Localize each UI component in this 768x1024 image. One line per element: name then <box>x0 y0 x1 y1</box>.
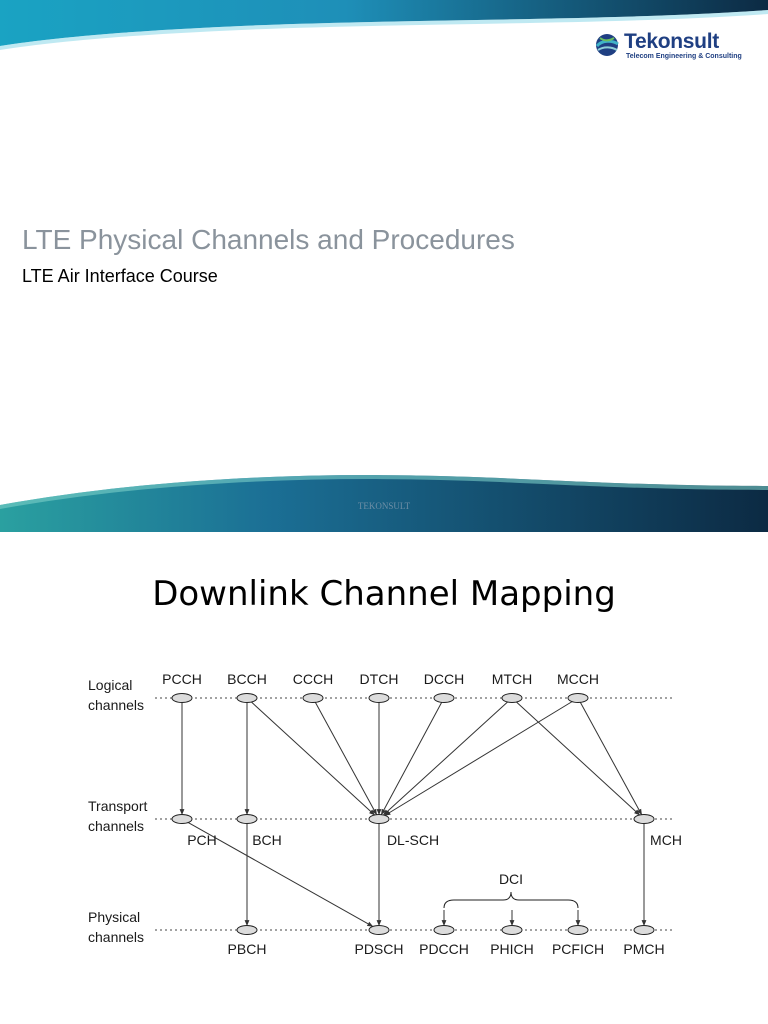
row-label-transport: Transport <box>88 798 148 814</box>
node-pcfich <box>567 925 589 935</box>
logo-tagline: Telecom Engineering & Consulting <box>626 53 742 60</box>
label-pcfich: PCFICH <box>552 941 604 957</box>
tekonsult-logo: Tekonsult Telecom Engineering & Consulti… <box>594 30 744 66</box>
deck-title: LTE Physical Channels and Procedures <box>22 224 515 255</box>
wave-decoration <box>0 0 768 532</box>
label-dtch: DTCH <box>360 671 399 687</box>
node-pcch <box>171 693 193 703</box>
node-bcch <box>236 693 258 703</box>
node-pch <box>171 814 193 824</box>
title-slide: Tekonsult Telecom Engineering & Consulti… <box>0 0 768 532</box>
row-label-transport: channels <box>88 818 144 834</box>
label-dcch: DCCH <box>424 671 464 687</box>
label-mtch: MTCH <box>492 671 532 687</box>
node-ccch <box>302 693 324 703</box>
arrow-mtch-to-dl-sch <box>382 701 508 816</box>
label-pdsch: PDSCH <box>354 941 403 957</box>
arrow-pch-to-pdsch <box>187 822 374 927</box>
label-bcch: BCCH <box>227 671 267 687</box>
row-label-physical: Physical <box>88 909 140 925</box>
top-wave-highlight <box>0 10 768 50</box>
arrow-mcch-to-mch <box>579 702 643 816</box>
label-mcch: MCCH <box>557 671 599 687</box>
globe-icon <box>595 34 619 56</box>
node-dtch <box>368 693 390 703</box>
label-dl-sch: DL-SCH <box>387 832 439 848</box>
row-label-logical: Logical <box>88 677 132 693</box>
node-mcch <box>567 693 589 703</box>
bottom-wave-highlight <box>0 475 768 509</box>
label-pbch: PBCH <box>228 941 267 957</box>
node-pdcch <box>433 925 455 935</box>
label-dci: DCI <box>499 871 523 887</box>
arrow-dcch-to-dl-sch <box>380 702 443 816</box>
footer-watermark: TEKONSULT <box>357 501 411 511</box>
node-bch <box>236 814 258 824</box>
node-pbch <box>236 925 258 935</box>
node-mch <box>633 814 655 824</box>
node-pmch <box>633 925 655 935</box>
row-label-physical: channels <box>88 929 144 945</box>
label-phich: PHICH <box>490 941 534 957</box>
label-ccch: CCCH <box>293 671 333 687</box>
dci-brace <box>443 891 579 909</box>
label-pch: PCH <box>187 832 217 848</box>
arrow-ccch-to-dl-sch <box>314 702 378 816</box>
row-label-logical: channels <box>88 697 144 713</box>
arrow-mtch-to-mch <box>516 701 641 816</box>
label-pcch: PCCH <box>162 671 202 687</box>
label-bch: BCH <box>252 832 282 848</box>
label-mch: MCH <box>650 832 682 848</box>
mapping-slide: Downlink Channel Mapping Logical channels… <box>0 532 768 1024</box>
arrow-mcch-to-dl-sch <box>384 701 573 816</box>
node-pdsch <box>368 925 390 935</box>
slide-title: Downlink Channel Mapping <box>152 574 616 614</box>
node-dl-sch <box>368 814 390 824</box>
logo-name: Tekonsult <box>624 30 719 53</box>
top-wave <box>0 0 768 46</box>
deck-subtitle: LTE Air Interface Course <box>22 266 218 286</box>
node-mtch <box>501 693 523 703</box>
channel-mapping-diagram: LogicalchannelsTransportchannelsPhysical… <box>88 671 682 957</box>
arrow-bcch-to-dl-sch <box>251 701 376 816</box>
label-pmch: PMCH <box>623 941 664 957</box>
bottom-wave <box>0 475 768 532</box>
label-pdcch: PDCCH <box>419 941 469 957</box>
node-phich <box>501 925 523 935</box>
node-dcch <box>433 693 455 703</box>
